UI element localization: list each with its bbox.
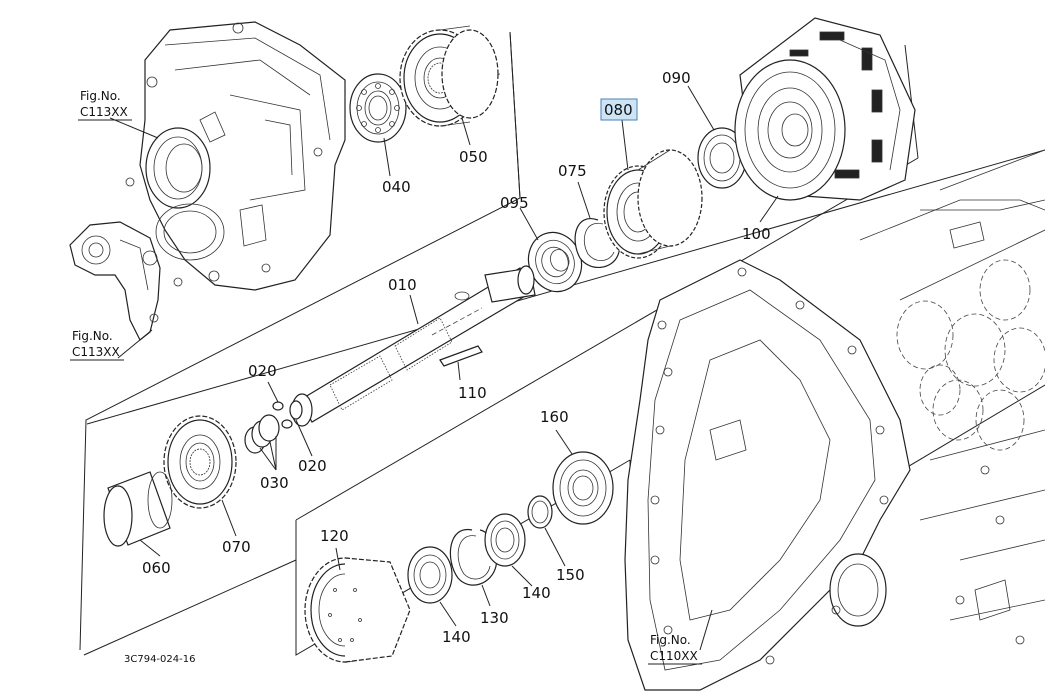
callout-140-right[interactable]: 140	[522, 584, 551, 602]
transmission-case-c110	[624, 149, 1045, 691]
callout-120[interactable]: 120	[320, 527, 349, 545]
collar-060	[103, 471, 173, 547]
fig-ref-code-2[interactable]: C113XX	[72, 345, 120, 359]
callout-090[interactable]: 090	[662, 69, 691, 87]
bracket-arm	[69, 221, 161, 341]
fig-ref-code-1[interactable]: C113XX	[80, 105, 128, 119]
figure-references: Fig.No. C113XX Fig.No. C113XX Fig.No. C1…	[72, 89, 698, 663]
gear-070	[163, 415, 237, 509]
bearing-160	[552, 451, 614, 525]
callout-095[interactable]: 095	[500, 194, 529, 212]
callout-010[interactable]: 010	[388, 276, 417, 294]
pins-020	[272, 400, 303, 429]
fig-ref-label-1: Fig.No.	[80, 89, 121, 103]
bearing-140a	[407, 546, 453, 604]
washer-150	[527, 495, 553, 529]
fig-ref-label-2: Fig.No.	[72, 329, 113, 343]
gear-050	[399, 25, 501, 127]
callout-020-top[interactable]: 020	[248, 362, 277, 380]
callout-060[interactable]: 060	[142, 559, 171, 577]
callout-030[interactable]: 030	[260, 474, 289, 492]
callout-075[interactable]: 075	[558, 162, 587, 180]
leader-lines	[70, 85, 779, 665]
key-110	[439, 345, 483, 367]
gear-080	[603, 149, 703, 259]
callout-100[interactable]: 100	[742, 225, 771, 243]
callout-130[interactable]: 130	[480, 609, 509, 627]
callout-140-left[interactable]: 140	[442, 628, 471, 646]
part-callouts: 010 020 020 030 040 050 060 070 075 080 …	[142, 69, 771, 646]
gear-120	[304, 557, 411, 663]
callout-080-highlight	[600, 98, 638, 121]
springs-030	[244, 414, 280, 454]
callout-110[interactable]: 110	[458, 384, 487, 402]
clutch-drum-100	[734, 17, 916, 201]
callout-040[interactable]: 040	[382, 178, 411, 196]
bearing-090	[697, 127, 747, 189]
callout-160[interactable]: 160	[540, 408, 569, 426]
document-id: 3C794-024-16	[124, 654, 195, 665]
bearing-040	[349, 73, 407, 143]
fig-ref-code-3[interactable]: C110XX	[650, 649, 698, 663]
callout-050[interactable]: 050	[459, 148, 488, 166]
callout-150[interactable]: 150	[556, 566, 585, 584]
callout-020-bottom[interactable]: 020	[298, 457, 327, 475]
callout-080[interactable]: 080	[604, 101, 633, 119]
callout-070[interactable]: 070	[222, 538, 251, 556]
gear-housing-c113	[125, 21, 346, 291]
fig-ref-label-3: Fig.No.	[650, 633, 691, 647]
bearing-140b	[484, 513, 526, 567]
